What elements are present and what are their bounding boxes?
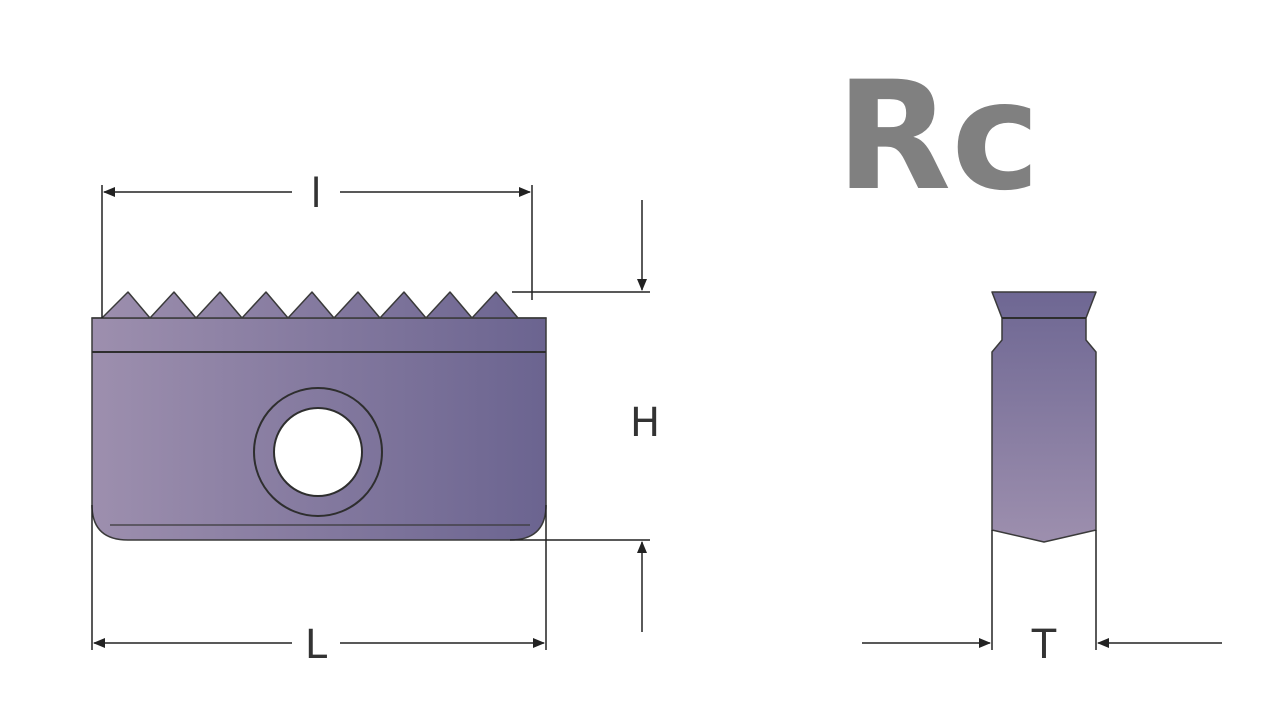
dimension-H: H (510, 200, 660, 632)
dim-label-T: T (1031, 622, 1057, 668)
screw-hole-inner (273, 407, 363, 497)
dimension-l: l (101, 171, 533, 318)
insert-side-view (991, 291, 1097, 543)
dim-label-l: l (310, 171, 321, 217)
dim-label-H: H (630, 400, 660, 446)
thread-teeth (91, 291, 547, 319)
screw-hole-outer (253, 387, 383, 517)
dimension-L: L (91, 505, 547, 668)
side-body (991, 291, 1097, 543)
insert-front-view (91, 291, 547, 541)
insert-title: Rc (836, 50, 1040, 224)
dimension-T: T (862, 530, 1222, 668)
dim-label-L: L (305, 622, 328, 668)
